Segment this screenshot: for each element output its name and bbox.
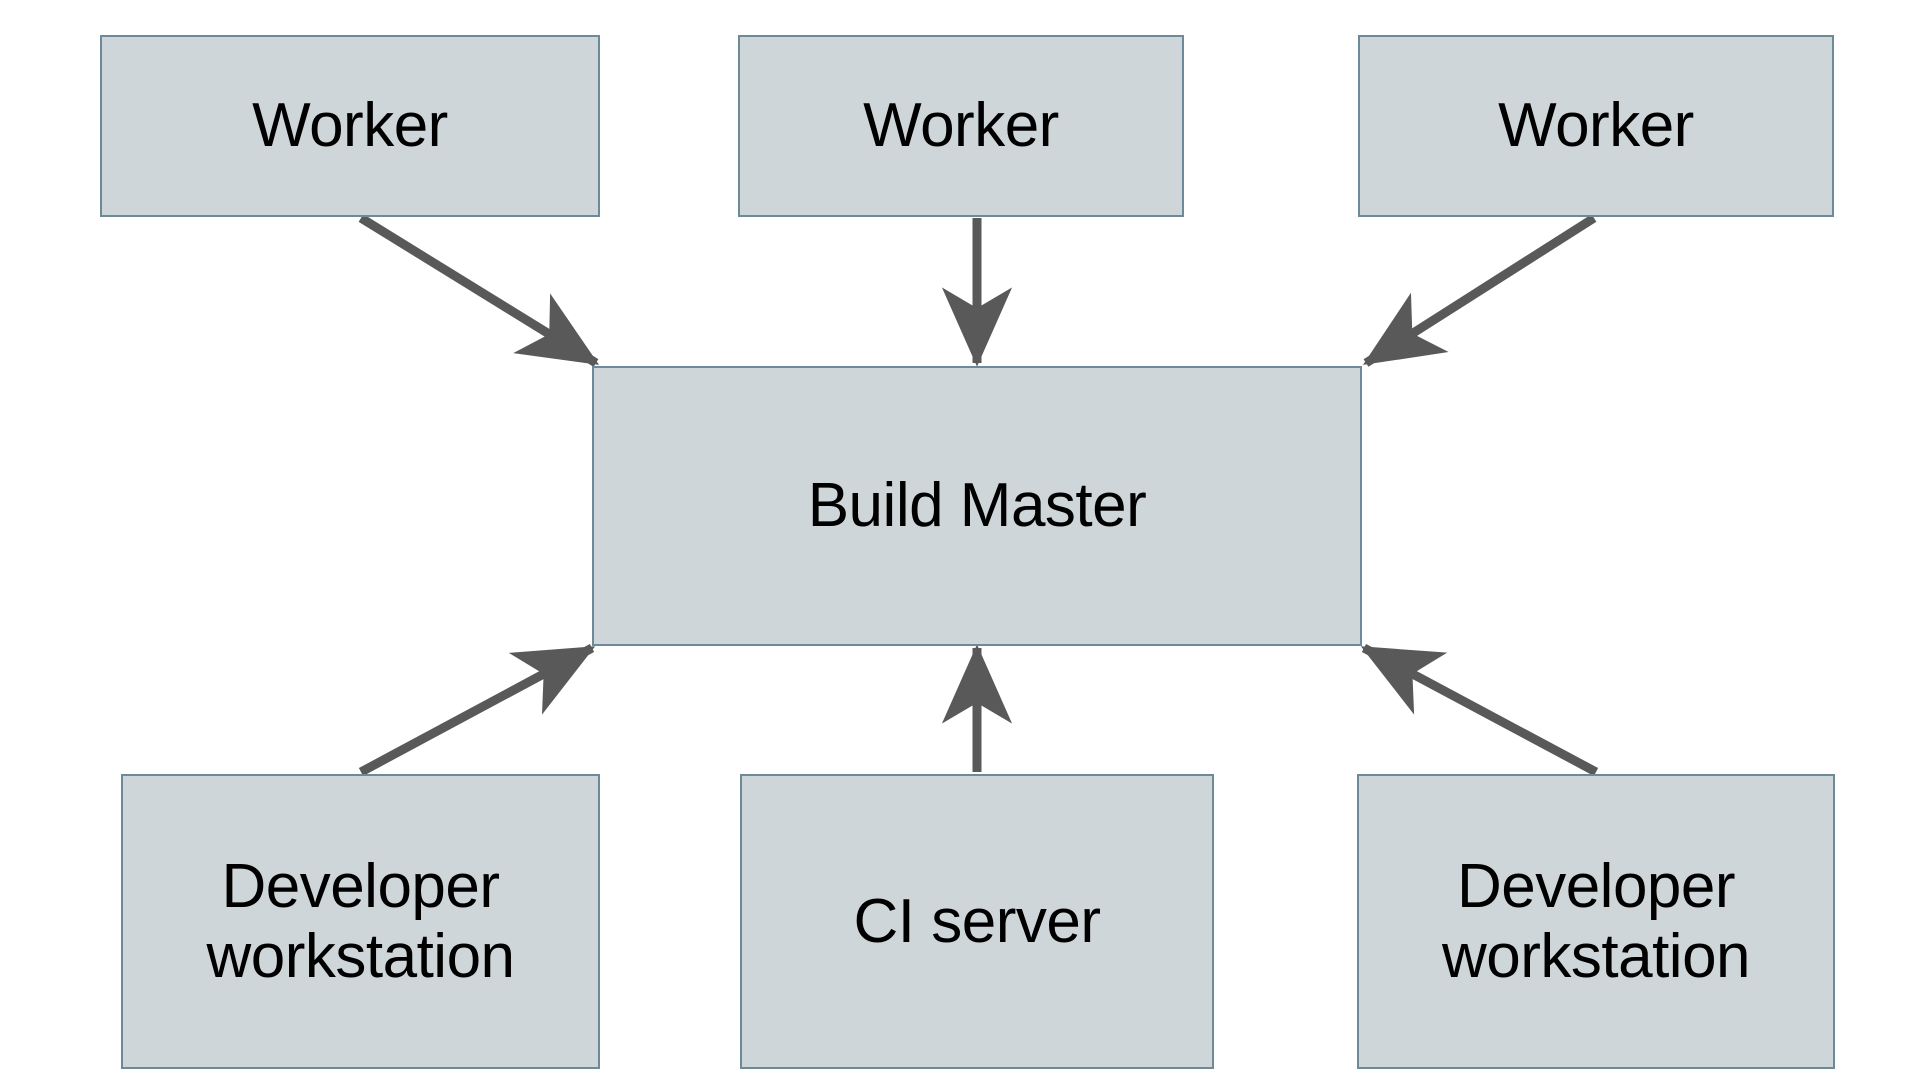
node-build-master-label: Build Master [807,471,1147,541]
node-worker-3[interactable]: Worker [1358,35,1834,217]
edge-worker-1-to-master [358,214,600,367]
node-developer-workstation-2[interactable]: Developer workstation [1357,774,1835,1069]
node-developer-workstation-2-label: Developer workstation [1441,852,1751,991]
edge-worker-3-to-master [1362,214,1597,367]
edge-developer-workstation-1-to-master [358,644,596,776]
node-worker-1-label: Worker [252,91,448,161]
node-ci-server-label: CI server [853,886,1101,956]
node-ci-server[interactable]: CI server [740,774,1214,1069]
node-worker-2-label: Worker [863,91,1059,161]
node-developer-workstation-1[interactable]: Developer workstation [121,774,600,1069]
node-build-master[interactable]: Build Master [592,366,1362,646]
edge-developer-workstation-2-to-master [1360,644,1599,776]
node-worker-1[interactable]: Worker [100,35,600,217]
node-worker-2[interactable]: Worker [738,35,1184,217]
node-worker-3-label: Worker [1498,91,1694,161]
node-developer-workstation-1-label: Developer workstation [206,852,515,991]
